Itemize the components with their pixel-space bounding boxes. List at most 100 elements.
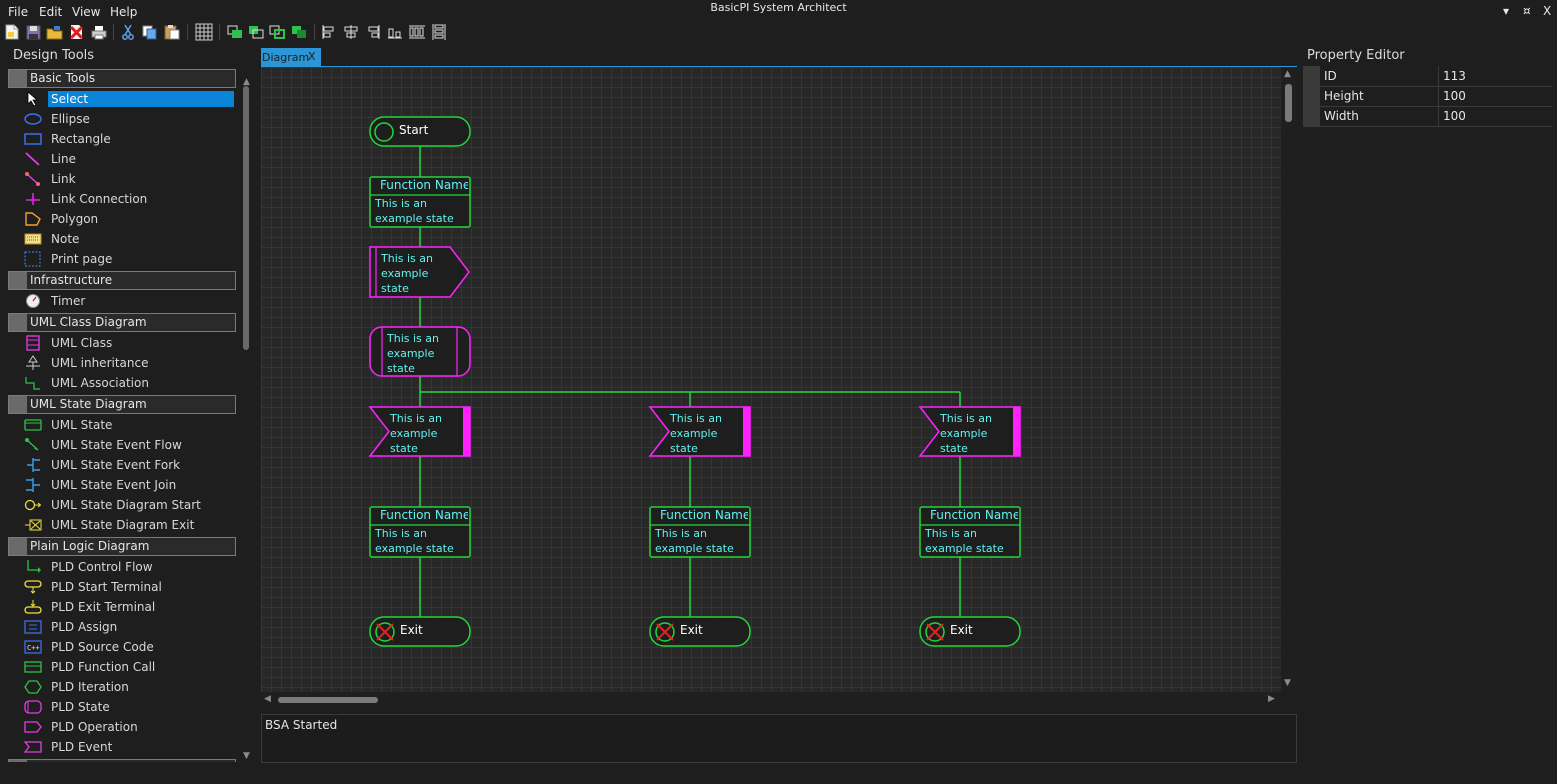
property-row-id[interactable]: ID 113	[1303, 66, 1552, 87]
uml-state-diagram-exit-icon	[25, 519, 42, 531]
canvas-horizontal-thumb[interactable]	[278, 697, 378, 703]
tool-pld-function-call[interactable]: PLD Function Call	[20, 658, 232, 676]
tool-uml-state-event-flow[interactable]: UML State Event Flow	[20, 436, 232, 454]
tool-label: Polygon	[51, 212, 99, 226]
tool-uml-state-diagram-start[interactable]: UML State Diagram Start	[20, 496, 232, 514]
print-button[interactable]	[90, 23, 108, 41]
start-node[interactable]	[369, 116, 471, 147]
menu-file[interactable]: File	[8, 5, 29, 19]
canvas-vertical-thumb[interactable]	[1285, 84, 1292, 122]
close-window-button[interactable]: X	[1543, 4, 1552, 18]
tool-rectangle[interactable]: Rectangle	[20, 130, 232, 148]
tool-print-page[interactable]: Print page	[20, 250, 232, 268]
tool-uml-state-diagram-exit[interactable]: UML State Diagram Exit	[20, 516, 232, 534]
category-partial[interactable]	[8, 759, 236, 762]
tool-pld-iteration[interactable]: PLD Iteration	[20, 678, 232, 696]
send-backward-button[interactable]	[290, 23, 308, 41]
property-value[interactable]: 113	[1443, 69, 1466, 83]
tool-line[interactable]: Line	[20, 150, 232, 168]
category-uml-state-diagram[interactable]: UML State Diagram	[8, 395, 236, 414]
minimize-button[interactable]: ▾	[1503, 4, 1510, 18]
tool-polygon[interactable]: Polygon	[20, 210, 232, 228]
distribute-vertical-button[interactable]	[430, 23, 448, 41]
bring-to-front-button[interactable]	[226, 23, 244, 41]
exit-node-3[interactable]	[919, 616, 1021, 647]
save-button[interactable]	[24, 23, 42, 41]
paste-button[interactable]	[163, 23, 181, 41]
tool-pld-assign[interactable]: PLD Assign	[20, 618, 232, 636]
property-value[interactable]: 100	[1443, 109, 1466, 123]
cut-button[interactable]	[119, 23, 137, 41]
align-bottom-button[interactable]	[386, 23, 404, 41]
restore-button[interactable]: ¤	[1523, 4, 1531, 18]
operation-node[interactable]	[369, 246, 470, 298]
new-file-button[interactable]	[3, 23, 21, 41]
tool-pld-source-code[interactable]: C++PLD Source Code	[20, 638, 232, 656]
canvas-scroll-up-arrow[interactable]: ▲	[1284, 69, 1291, 79]
tool-pld-event[interactable]: PLD Event	[20, 738, 232, 756]
scissors-icon	[122, 24, 134, 40]
exit-node-1[interactable]	[369, 616, 471, 647]
tool-uml-class[interactable]: UML Class	[20, 334, 232, 352]
function-node-3[interactable]	[919, 506, 1021, 558]
category-uml-class-diagram[interactable]: UML Class Diagram	[8, 313, 236, 332]
function-node-1[interactable]	[369, 506, 471, 558]
event-node-2[interactable]	[648, 406, 751, 457]
tool-uml-state-event-fork[interactable]: UML State Event Fork	[20, 456, 232, 474]
function-node[interactable]	[369, 176, 471, 228]
distribute-horizontal-button[interactable]	[408, 23, 426, 41]
copy-button[interactable]	[141, 23, 159, 41]
scroll-up-arrow[interactable]: ▲	[243, 77, 250, 87]
tool-pld-exit-terminal[interactable]: PLD Exit Terminal	[20, 598, 232, 616]
event-node-3[interactable]	[918, 406, 1021, 457]
scroll-down-arrow[interactable]: ▼	[243, 751, 250, 761]
property-value[interactable]: 100	[1443, 89, 1466, 103]
canvas-horizontal-scrollbar[interactable]	[261, 692, 1281, 706]
grid-button[interactable]	[195, 23, 213, 41]
tool-uml-inheritance[interactable]: UML inheritance	[20, 354, 232, 372]
tool-link-connection[interactable]: Link Connection	[20, 190, 232, 208]
menu-edit[interactable]: Edit	[39, 5, 63, 19]
property-row-width[interactable]: Width 100	[1303, 106, 1552, 127]
canvas-scroll-left-arrow[interactable]: ◀	[264, 694, 271, 704]
tool-uml-association[interactable]: UML Association	[20, 374, 232, 392]
category-infrastructure[interactable]: Infrastructure	[8, 271, 236, 290]
align-center-button[interactable]	[342, 23, 360, 41]
tool-pld-operation[interactable]: PLD Operation	[20, 718, 232, 736]
tool-ellipse[interactable]: Ellipse	[20, 110, 232, 128]
output-console[interactable]	[261, 714, 1297, 763]
close-file-button[interactable]	[67, 23, 85, 41]
tool-pld-control-flow[interactable]: PLD Control Flow	[20, 558, 232, 576]
category-basic-tools[interactable]: Basic Tools	[8, 69, 236, 88]
align-right-button[interactable]	[364, 23, 382, 41]
tools-scroll-thumb[interactable]	[243, 86, 249, 350]
tools-scrollbar[interactable]	[240, 76, 250, 762]
exit-node-2[interactable]	[649, 616, 751, 647]
canvas-scroll-down-arrow[interactable]: ▼	[1284, 678, 1291, 688]
diagram-canvas[interactable]: Start Function Name This is an example s…	[261, 67, 1281, 692]
canvas-vertical-scrollbar[interactable]	[1281, 67, 1297, 692]
property-row-height[interactable]: Height 100	[1303, 86, 1552, 107]
tab-close-button[interactable]: X	[308, 50, 316, 63]
tool-note[interactable]: Note	[20, 230, 232, 248]
menu-help[interactable]: Help	[110, 5, 138, 19]
canvas-scroll-right-arrow[interactable]: ▶	[1268, 694, 1275, 704]
event-node-1[interactable]	[368, 406, 471, 457]
category-plain-logic-diagram[interactable]: Plain Logic Diagram	[8, 537, 236, 556]
bring-forward-button[interactable]	[268, 23, 286, 41]
tool-uml-state-event-join[interactable]: UML State Event Join	[20, 476, 232, 494]
tool-link[interactable]: Link	[20, 170, 232, 188]
tool-pld-start-terminal[interactable]: PLD Start Terminal	[20, 578, 232, 596]
tool-timer[interactable]: Timer	[20, 292, 232, 310]
tool-label: PLD Source Code	[51, 640, 154, 654]
tab-diagram[interactable]	[261, 48, 321, 66]
tool-pld-state[interactable]: PLD State	[20, 698, 232, 716]
tool-uml-state[interactable]: UML State	[20, 416, 232, 434]
menu-view[interactable]: View	[72, 5, 101, 19]
send-to-back-button[interactable]	[247, 23, 265, 41]
open-button[interactable]	[45, 23, 63, 41]
tool-select[interactable]: Select	[20, 90, 234, 108]
pld-state-node[interactable]	[369, 326, 471, 377]
align-left-button[interactable]	[320, 23, 338, 41]
function-node-2[interactable]	[649, 506, 751, 558]
